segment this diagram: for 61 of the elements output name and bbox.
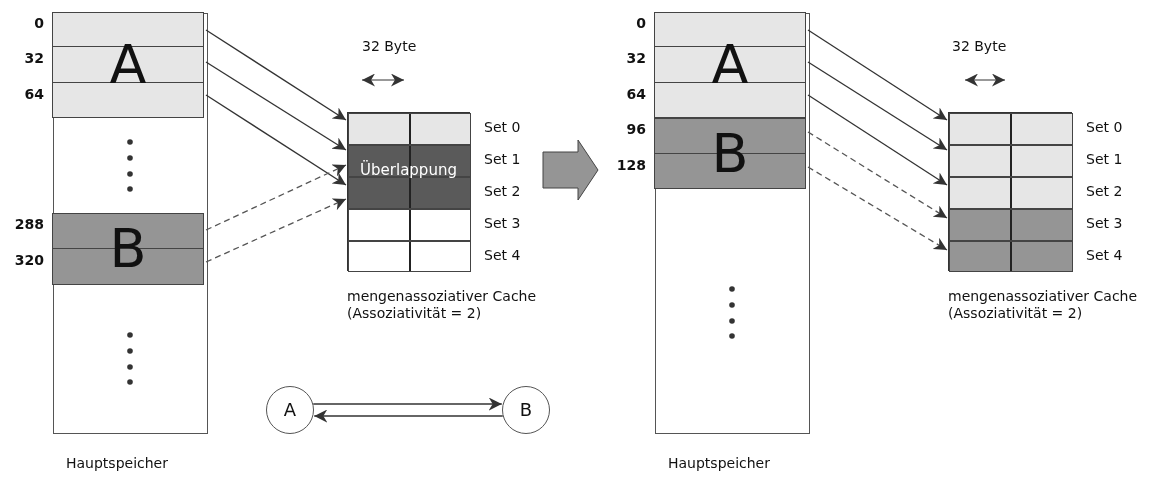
set-label: Set 2: [484, 183, 522, 200]
arrow: [807, 29, 948, 121]
dashed-arrow: [807, 131, 948, 219]
arrow: [807, 94, 948, 186]
node-letter: A: [282, 399, 298, 421]
cache-set: [348, 177, 471, 209]
address-label: 96: [625, 121, 646, 138]
main-memory-column: [654, 12, 810, 434]
arrow: [205, 29, 347, 121]
set-label: Set 1: [1086, 151, 1124, 168]
address-label: 32: [23, 50, 44, 68]
cache-set: [949, 145, 1073, 177]
cache-caption: mengenassoziativer Cache (Assoziativität = 2): [948, 288, 1138, 322]
set-label: Set 3: [1086, 215, 1124, 232]
arrow: [312, 397, 503, 411]
address-label: 32: [625, 50, 646, 68]
block-letter: A: [108, 35, 148, 95]
address-label: 64: [23, 85, 44, 103]
memory-caption: Hauptspeicher: [668, 455, 771, 472]
cache-set: [949, 177, 1073, 209]
set-label: Set 3: [484, 215, 522, 232]
address-label: 0: [33, 15, 44, 32]
main-memory-column: [52, 12, 208, 434]
cache-set: [348, 145, 471, 177]
circle-node: [502, 386, 550, 434]
set-label: Set 4: [484, 247, 522, 264]
memory-block: [52, 12, 204, 118]
dashed-arrow: [205, 198, 347, 263]
set-label: Set 0: [1086, 119, 1124, 136]
arrow: [205, 94, 347, 186]
cache-set: [348, 209, 471, 241]
dimension-label: 32 Byte: [952, 38, 1007, 55]
cache-caption: mengenassoziativer Cache (Assoziativität = 2): [347, 288, 537, 322]
cache-set: [949, 241, 1073, 272]
arrow: [807, 61, 948, 151]
address-label: 320: [13, 252, 44, 269]
cache-set: [348, 241, 471, 272]
set-label: Set 1: [484, 151, 522, 168]
circle-node: [266, 386, 314, 434]
cache-table: [347, 112, 470, 271]
cache-set: [949, 113, 1073, 145]
memory-caption: Hauptspeicher: [66, 455, 169, 472]
arrow: [205, 61, 347, 151]
dashed-arrow: [205, 164, 347, 231]
overlap-label: Überlappung: [359, 162, 458, 179]
set-label: Set 2: [1086, 183, 1124, 200]
dimension-label: 32 Byte: [362, 38, 417, 55]
address-label: 288: [13, 216, 44, 233]
set-label: Set 4: [1086, 247, 1124, 264]
address-label: 128: [615, 156, 646, 174]
address-label: 64: [625, 85, 646, 103]
block-letter: A: [710, 35, 750, 95]
cache-set: [949, 209, 1073, 241]
cache-table: [948, 112, 1072, 271]
arrow: [313, 409, 504, 423]
node-letter: B: [518, 399, 534, 421]
memory-block: [654, 12, 806, 118]
address-label: 0: [635, 15, 646, 32]
cache-set: [348, 113, 471, 145]
set-label: Set 0: [484, 119, 522, 136]
dashed-arrow: [807, 166, 948, 251]
